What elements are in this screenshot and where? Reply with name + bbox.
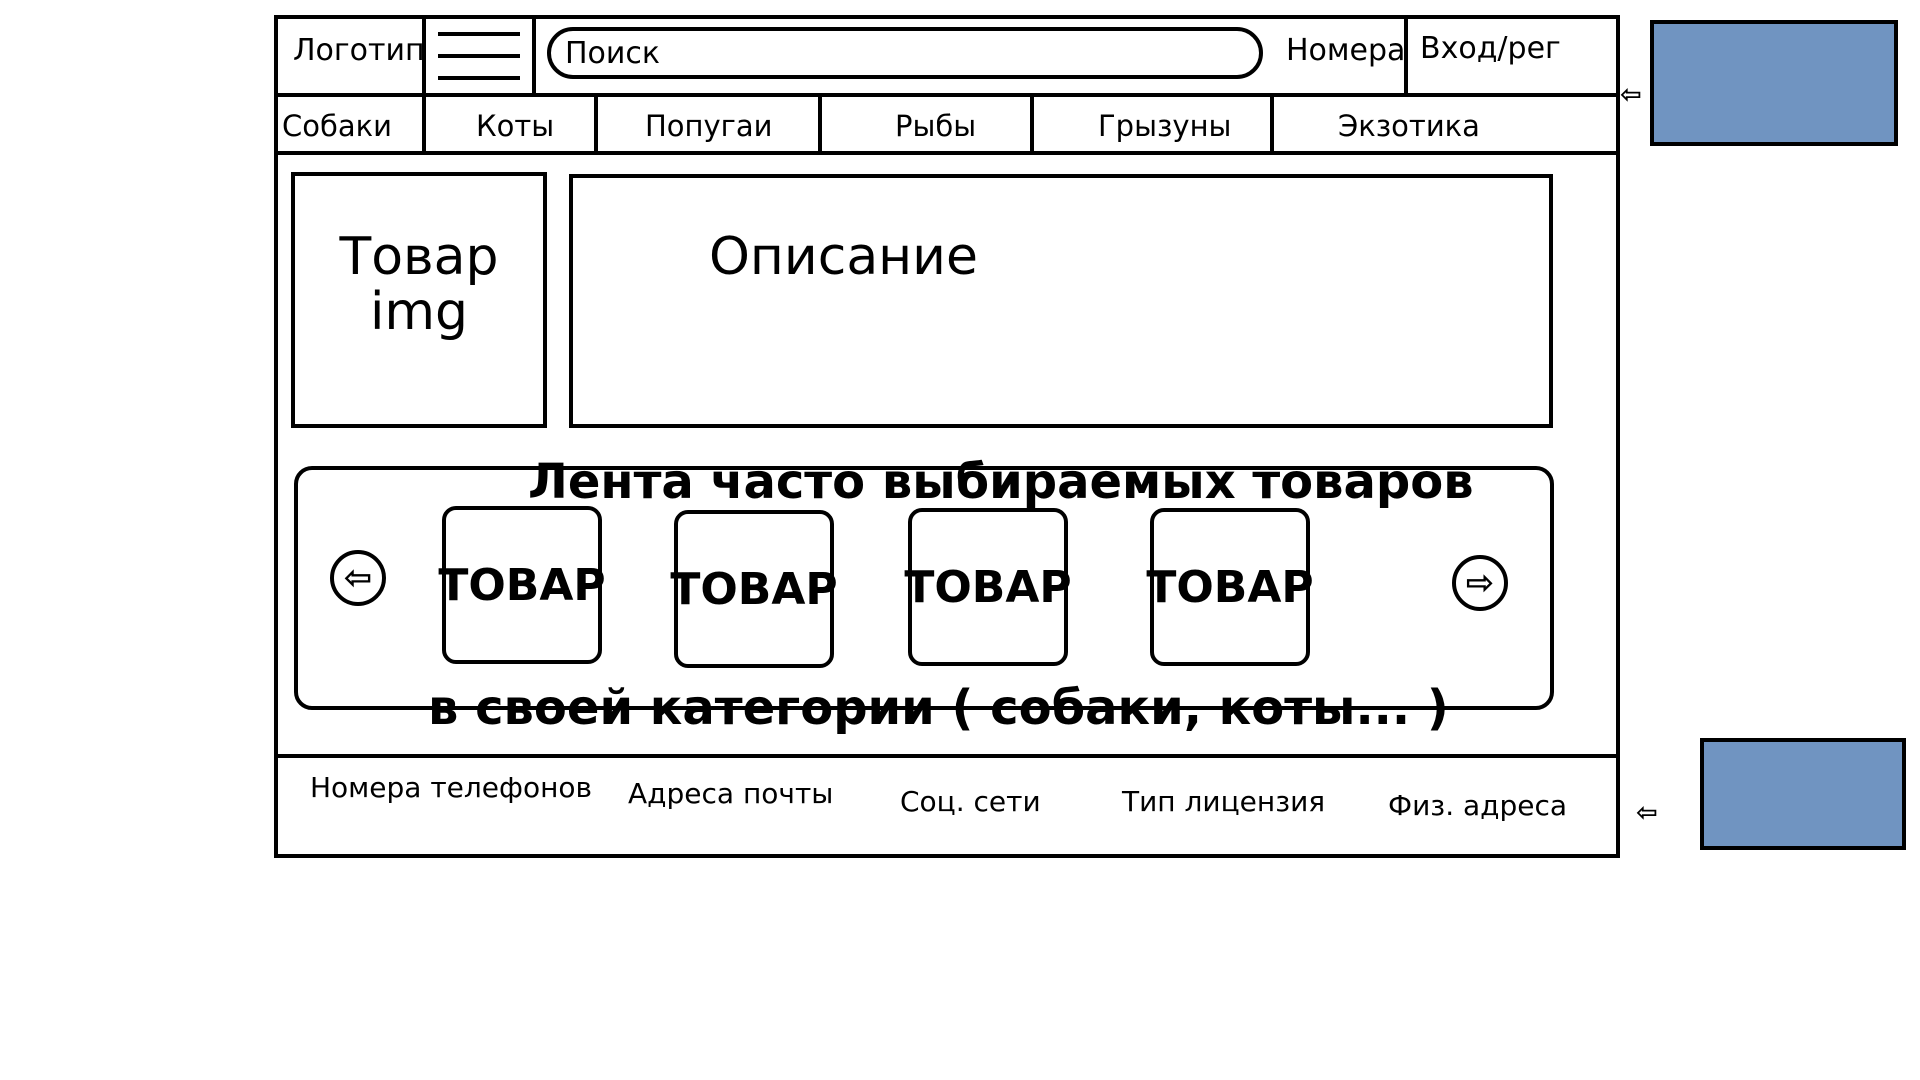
menu-hamburger-icon[interactable] <box>432 24 526 86</box>
header-divider <box>1404 15 1408 95</box>
nav-bottom-border <box>274 151 1620 155</box>
login-register-link[interactable]: Вход/рег <box>1420 31 1561 66</box>
nav-item-dogs[interactable]: Собаки <box>282 109 393 143</box>
logo[interactable]: Логотип <box>293 33 425 68</box>
arrow-left-circle-icon[interactable]: ⇦ <box>330 550 386 606</box>
annotation-box-footer <box>1700 738 1906 850</box>
carousel-subtitle: в своей категории ( собаки, коты... ) <box>428 680 1449 736</box>
product-card-label: ТОВАР <box>438 559 606 611</box>
nav-divider <box>422 95 426 153</box>
product-description-box: Описание <box>569 174 1553 428</box>
footer-item-social[interactable]: Соц. сети <box>900 785 1041 818</box>
header-divider <box>532 15 536 95</box>
footer-top-border <box>274 754 1620 758</box>
nav-divider <box>818 95 822 153</box>
product-card[interactable]: ТОВАР <box>438 506 606 664</box>
arrow-left-icon: ⇦ <box>1636 798 1658 828</box>
footer-item-emails[interactable]: Адреса почты <box>628 777 834 810</box>
footer-item-license[interactable]: Тип лицензия <box>1122 785 1326 818</box>
product-card[interactable]: ТОВАР <box>670 510 838 668</box>
product-card-label: ТОВАР <box>1146 561 1314 613</box>
carousel-title: Лента часто выбираемых товаров <box>528 454 1474 510</box>
header-bottom-border <box>274 93 1620 97</box>
footer-item-phones[interactable]: Номера телефонов <box>310 771 593 804</box>
product-image-label: Товар img <box>339 227 499 342</box>
nav-item-parrots[interactable]: Попугаи <box>645 109 773 143</box>
product-card[interactable]: ТОВАР <box>904 508 1072 666</box>
product-card[interactable]: ТОВАР <box>1146 508 1314 666</box>
product-description-label: Описание <box>709 227 978 287</box>
product-card-label: ТОВАР <box>904 561 1072 613</box>
product-card-label: ТОВАР <box>670 563 838 615</box>
arrow-left-icon: ⇦ <box>1620 80 1642 110</box>
page-frame <box>274 15 1620 858</box>
search-input[interactable]: Поиск <box>547 27 1263 79</box>
footer-item-addresses[interactable]: Физ. адреса <box>1388 789 1568 822</box>
annotation-box-header <box>1650 20 1898 146</box>
search-placeholder: Поиск <box>565 36 661 71</box>
frequent-products-carousel <box>294 466 1554 710</box>
nav-divider <box>1030 95 1034 153</box>
nav-item-fish[interactable]: Рыбы <box>895 109 977 143</box>
phones-link[interactable]: Номера <box>1286 33 1406 68</box>
nav-divider <box>1270 95 1274 153</box>
nav-divider <box>594 95 598 153</box>
header-divider <box>422 15 426 95</box>
nav-item-cats[interactable]: Коты <box>476 109 555 143</box>
product-image-placeholder: Товар img <box>291 172 547 428</box>
nav-item-rodents[interactable]: Грызуны <box>1098 109 1232 143</box>
arrow-right-circle-icon[interactable]: ⇨ <box>1452 555 1508 611</box>
nav-item-exotic[interactable]: Экзотика <box>1338 109 1480 143</box>
